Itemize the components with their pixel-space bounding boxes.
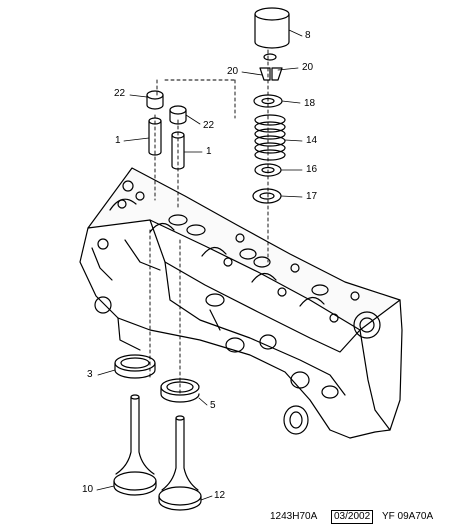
callout-18: 18 (304, 98, 316, 109)
callout-22-left: 22 (114, 88, 126, 99)
leader-lines (96, 29, 303, 501)
callout-17: 17 (306, 191, 318, 202)
part-5-seat-ring (160, 378, 200, 403)
callout-14: 14 (306, 135, 318, 146)
callout-20-left: 20 (227, 66, 239, 77)
callout-20-right: 20 (302, 62, 314, 73)
cylinder-head (79, 167, 403, 439)
callout-10: 10 (82, 484, 94, 495)
part-1-valve-guides (148, 117, 185, 170)
part-10-valve (113, 394, 157, 496)
part-3-seat-ring (114, 354, 156, 379)
footer-date: 03/2002 (331, 510, 374, 524)
callout-1-left: 1 (115, 135, 121, 146)
callout-1-right: 1 (206, 146, 212, 157)
part-20-collets (259, 53, 283, 81)
callout-8: 8 (305, 30, 311, 41)
callout-22-right: 22 (203, 120, 215, 131)
part-8-tappet (254, 7, 290, 49)
callout-5: 5 (210, 400, 216, 411)
callout-16: 16 (306, 164, 318, 175)
part-22-valve-seals (146, 90, 187, 125)
callout-12: 12 (214, 490, 226, 501)
footer-ref-code: 1243H70A (270, 511, 318, 522)
part-17-washer (252, 188, 282, 204)
part-12-valve (158, 415, 202, 511)
part-14-valve-spring (254, 114, 286, 161)
footer-doc-code: YF 09A70A (382, 511, 434, 522)
assembly-axes (149, 49, 269, 396)
callout-3: 3 (87, 369, 93, 380)
